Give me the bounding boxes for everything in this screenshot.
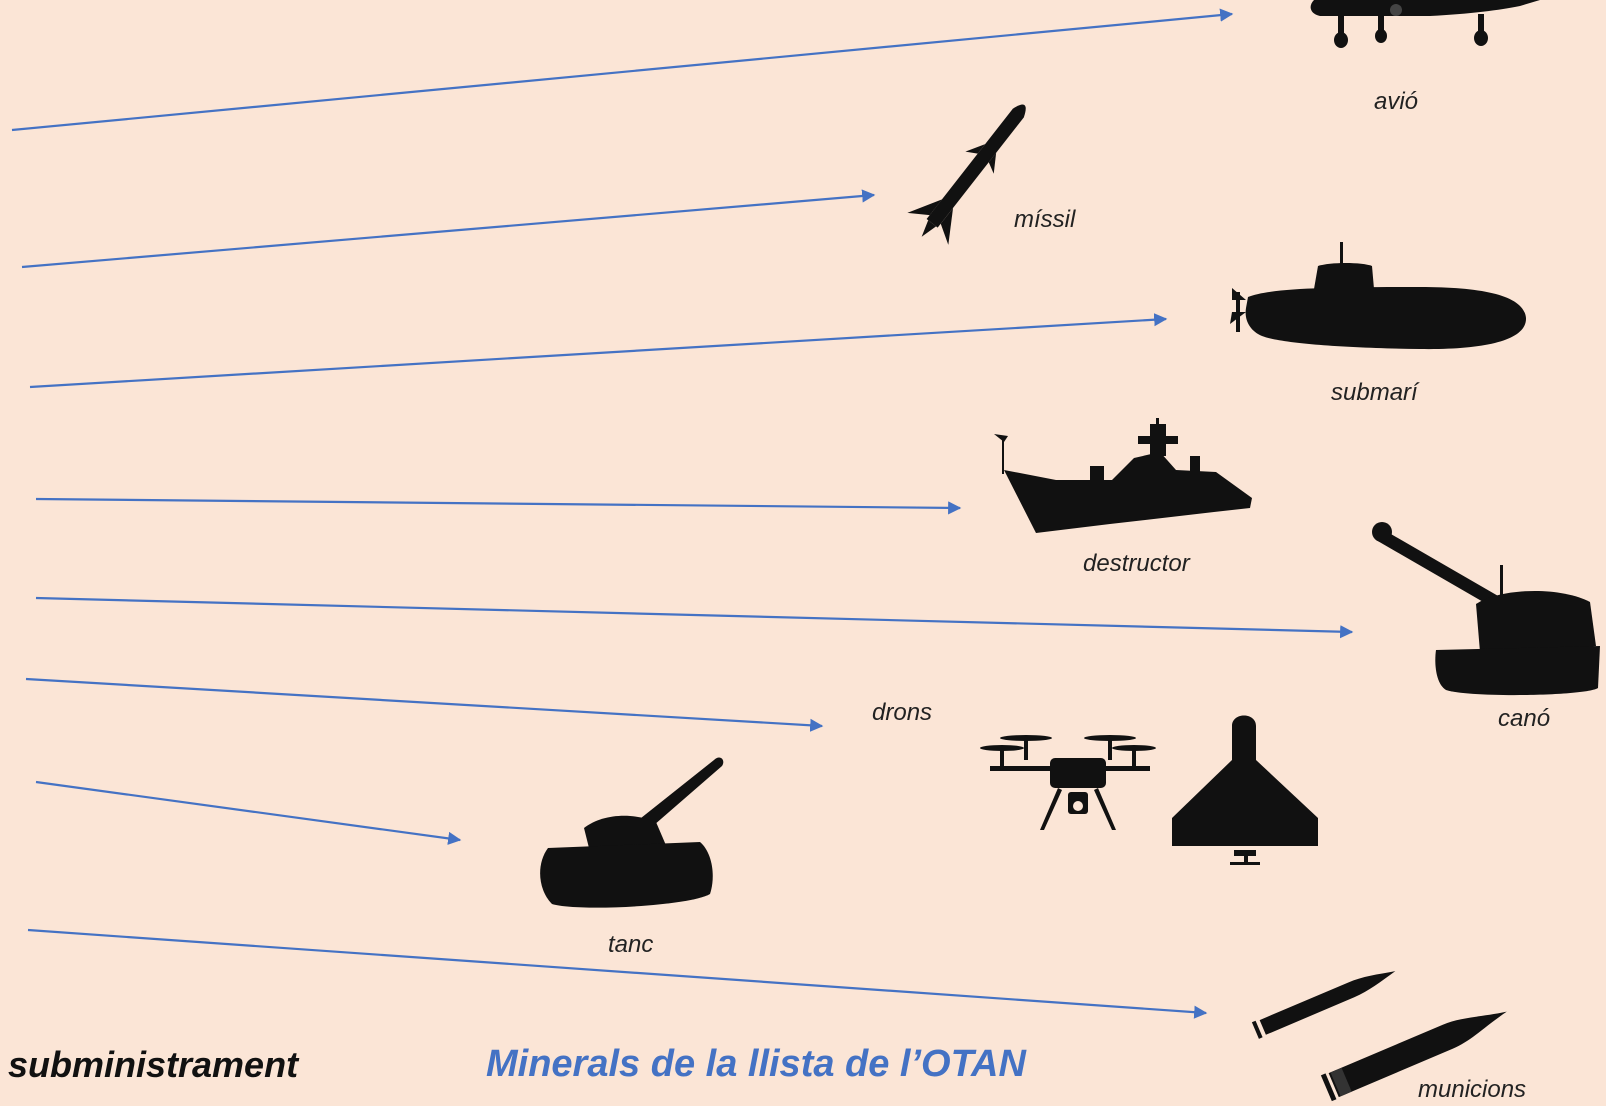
submarine-icon bbox=[1230, 242, 1527, 350]
destroyer-ship-icon bbox=[994, 418, 1252, 533]
label-tank: tanc bbox=[608, 931, 654, 958]
delta-drone-icon bbox=[1172, 715, 1318, 865]
label-missile: míssil bbox=[1014, 206, 1076, 233]
label-munitions: municions bbox=[1418, 1076, 1527, 1103]
missile-icon bbox=[907, 104, 1026, 245]
silhouettes bbox=[540, 0, 1600, 1102]
label-destroyer: destructor bbox=[1083, 550, 1190, 577]
arrow-to-destroyer bbox=[35, 497, 962, 515]
arrows bbox=[11, 8, 1354, 1019]
label-drones: drons bbox=[872, 699, 933, 726]
arrow-to-tank bbox=[35, 780, 462, 845]
ammunition-icon bbox=[1251, 971, 1507, 1102]
tank-icon bbox=[540, 757, 724, 908]
label-cannon: canó bbox=[1498, 705, 1551, 732]
arrow-to-plane bbox=[11, 8, 1234, 132]
artillery-cannon-icon bbox=[1372, 522, 1600, 696]
arrow-to-missile bbox=[21, 189, 876, 269]
drone-icon bbox=[980, 735, 1156, 830]
supply-label: subministrament bbox=[8, 1044, 299, 1085]
page-title: Minerals de la llista de l’OTAN bbox=[486, 1043, 1026, 1085]
plane-icon bbox=[1310, 0, 1540, 48]
label-submarine: submarí bbox=[1331, 379, 1418, 406]
arrow-to-drones bbox=[25, 677, 824, 732]
arrow-to-cannon bbox=[35, 596, 1354, 639]
label-plane: avió bbox=[1374, 88, 1419, 115]
arrow-to-munitions bbox=[27, 928, 1208, 1019]
arrow-to-submarine bbox=[29, 313, 1168, 389]
